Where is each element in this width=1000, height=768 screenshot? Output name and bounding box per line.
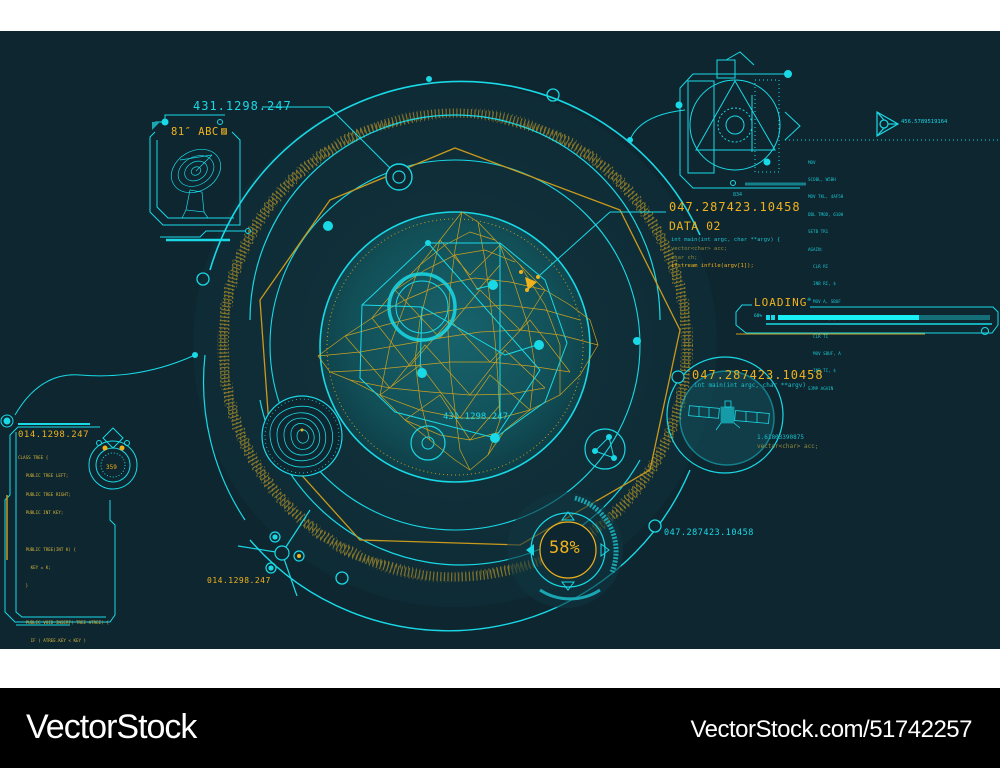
central-sphere bbox=[319, 211, 591, 483]
code-line-3: char ch; bbox=[671, 255, 698, 261]
satellite-dish-icon bbox=[171, 148, 221, 219]
bottom-right-coordinate: 047.287423.10458 bbox=[664, 528, 754, 538]
gear-icon: ❋ bbox=[807, 295, 812, 303]
antenna-badge: 81″ ABC bbox=[171, 126, 219, 138]
dial-value: 359 bbox=[106, 464, 117, 471]
loading-frame bbox=[735, 304, 999, 335]
antenna-frame bbox=[149, 114, 251, 242]
loading-label: LOADING bbox=[754, 296, 808, 309]
node-network bbox=[359, 211, 666, 443]
hud-panel: 431.1298.247 81″ ABC ▨ 834 047.287423.10… bbox=[0, 31, 1000, 649]
code-line-2: vector<char> acc; bbox=[671, 246, 728, 252]
footer-brand: VectorStock bbox=[26, 708, 197, 746]
triangle-coordinate: 456.5789519164 bbox=[901, 119, 948, 125]
loading-progress-bar bbox=[778, 315, 919, 320]
small-number: 834 bbox=[733, 192, 743, 198]
satellite-coordinate: 047.287423.10458 bbox=[692, 368, 824, 382]
gauge-percent: 58% bbox=[549, 538, 580, 558]
triangle-target-icon bbox=[876, 110, 900, 138]
triangle-node-icon bbox=[584, 428, 626, 470]
left-code-block: CLASS TREE { PUBLIC TREE LEFT; PUBLIC TR… bbox=[18, 455, 109, 643]
left-panel-coordinate: 014.1298.247 bbox=[18, 430, 90, 440]
satellite-vector: vector<char> acc; bbox=[757, 443, 819, 450]
loading-seg-2 bbox=[771, 315, 775, 320]
data-title: DATA 02 bbox=[669, 219, 721, 233]
code-line-1: int main(int argc, char **argv) { bbox=[671, 237, 781, 243]
hud-graphics bbox=[0, 51, 1000, 632]
satellite-icon bbox=[688, 400, 770, 431]
satellite-code: int main(int argc, char **argv) bbox=[694, 382, 806, 389]
satellite-panel bbox=[666, 356, 784, 474]
contour-map-icon bbox=[261, 395, 343, 477]
code-line-4: ifstream infile(argv[1]); bbox=[671, 263, 754, 269]
code-panel-frame bbox=[0, 414, 138, 626]
footer-reference: VectorStock.com/51742257 bbox=[690, 716, 972, 743]
main-coordinate: 047.287423.10458 bbox=[669, 200, 801, 214]
top-left-coordinate: 431.1298.247 bbox=[193, 99, 292, 113]
loading-percent: 68% bbox=[754, 314, 763, 319]
tripod-node-icon bbox=[237, 509, 311, 597]
watermark-footer: VectorStock VectorStock.com/51742257 bbox=[0, 688, 1000, 768]
hatch-icon: ▨ bbox=[221, 126, 228, 137]
center-bottom-node bbox=[410, 425, 446, 461]
center-coordinate: 431.1298.247 bbox=[443, 412, 509, 422]
percent-gauge bbox=[507, 492, 623, 608]
asm-code-block: MOV SCOBL, W5BH MOV TKL, 4AF5H DBL TMOD,… bbox=[808, 159, 844, 391]
loading-seg-1 bbox=[766, 315, 770, 320]
triangle-circle-diagram bbox=[675, 51, 1000, 189]
bottom-left-coordinate: 014.1298.247 bbox=[207, 576, 271, 585]
satellite-value: 1.61803390875 bbox=[757, 434, 804, 441]
